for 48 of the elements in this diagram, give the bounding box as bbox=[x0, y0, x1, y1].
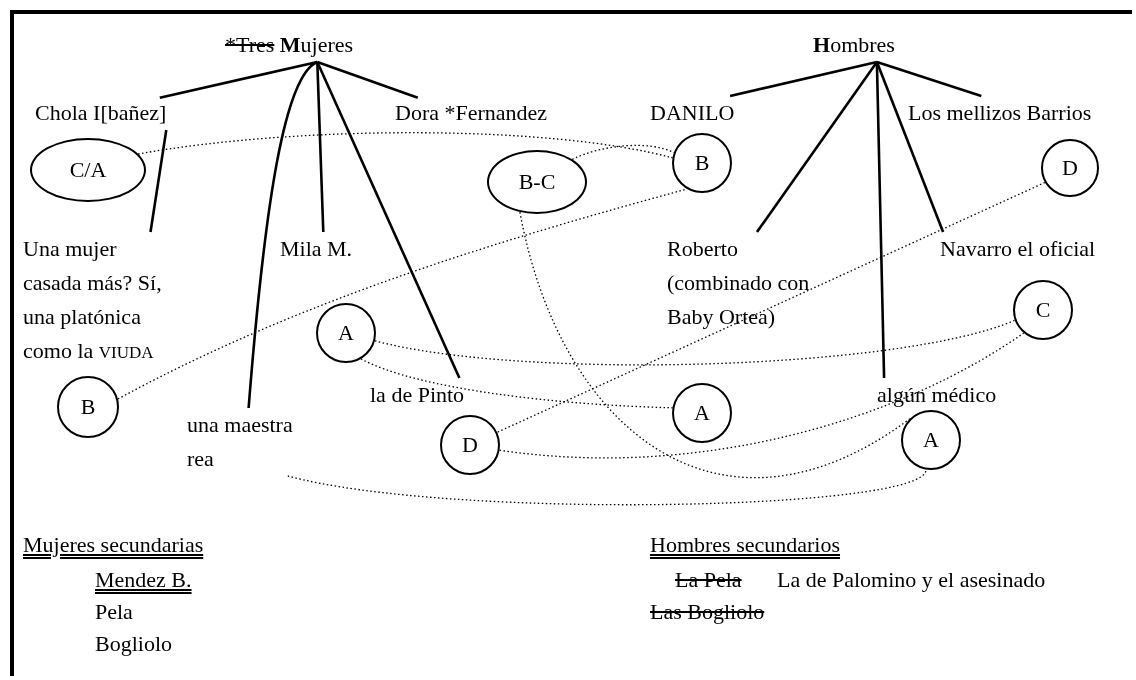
list-item-text: La Pela bbox=[675, 566, 742, 594]
circle-node: A bbox=[316, 303, 376, 363]
name-text: Chola I[bañez] bbox=[35, 96, 167, 130]
list-item-text: Las Bogliolo bbox=[650, 598, 765, 626]
branch-line bbox=[316, 61, 325, 233]
dotted-connector bbox=[360, 358, 674, 409]
section-heading: Hombres secundarios bbox=[650, 531, 840, 559]
circle-node: B bbox=[672, 133, 732, 193]
list-item-text: La de Palomino y el asesinado bbox=[777, 566, 1046, 594]
name-text: Dora *Fernandez bbox=[395, 96, 548, 130]
heading-text: *Tres Mujeres bbox=[225, 28, 354, 62]
name-text: Navarro el oficial bbox=[940, 232, 1096, 266]
circle-node: C bbox=[1013, 280, 1073, 340]
dotted-connector bbox=[287, 468, 927, 506]
branch-line bbox=[149, 129, 168, 233]
list-item-text: Mendez B. bbox=[95, 566, 192, 594]
section-heading: Mujeres secundarias bbox=[23, 531, 204, 559]
name-text: algún médico bbox=[877, 378, 997, 412]
branch-line bbox=[755, 61, 878, 233]
circle-node: D bbox=[440, 415, 500, 475]
branch-line bbox=[875, 61, 945, 233]
branch-line bbox=[247, 60, 319, 409]
branch-line bbox=[316, 60, 419, 99]
ellipse-node: C/A bbox=[30, 138, 146, 202]
circle-node: B bbox=[57, 376, 119, 438]
note-text: Una mujer casada más? Sí, una platónica como la VIUDA bbox=[23, 232, 173, 370]
name-text: Roberto (combinado con Baby Ortea) bbox=[667, 232, 817, 334]
dotted-connector bbox=[496, 181, 1046, 433]
branch-line bbox=[876, 60, 982, 98]
ellipse-node: B-C bbox=[487, 150, 587, 214]
dotted-connector bbox=[117, 188, 688, 400]
heading-text: Hombres bbox=[813, 28, 895, 62]
name-text: la de Pinto bbox=[370, 378, 465, 412]
name-text: Mila M. bbox=[280, 232, 353, 266]
name-text: DANILO bbox=[650, 96, 735, 130]
name-text: una maestra rea bbox=[187, 408, 299, 476]
list-item-text: Pela bbox=[95, 598, 133, 626]
circle-node: D bbox=[1041, 139, 1099, 197]
branch-line bbox=[159, 60, 318, 99]
circle-node: A bbox=[901, 410, 961, 470]
name-text: Los mellizos Barrios bbox=[908, 96, 1092, 130]
dotted-connector bbox=[374, 319, 1016, 366]
circle-node: A bbox=[672, 383, 732, 443]
branch-line bbox=[729, 60, 878, 98]
dotted-connector bbox=[498, 332, 1025, 459]
dotted-connector bbox=[137, 132, 674, 159]
list-item-text: Bogliolo bbox=[95, 630, 172, 658]
branch-line bbox=[316, 61, 461, 379]
